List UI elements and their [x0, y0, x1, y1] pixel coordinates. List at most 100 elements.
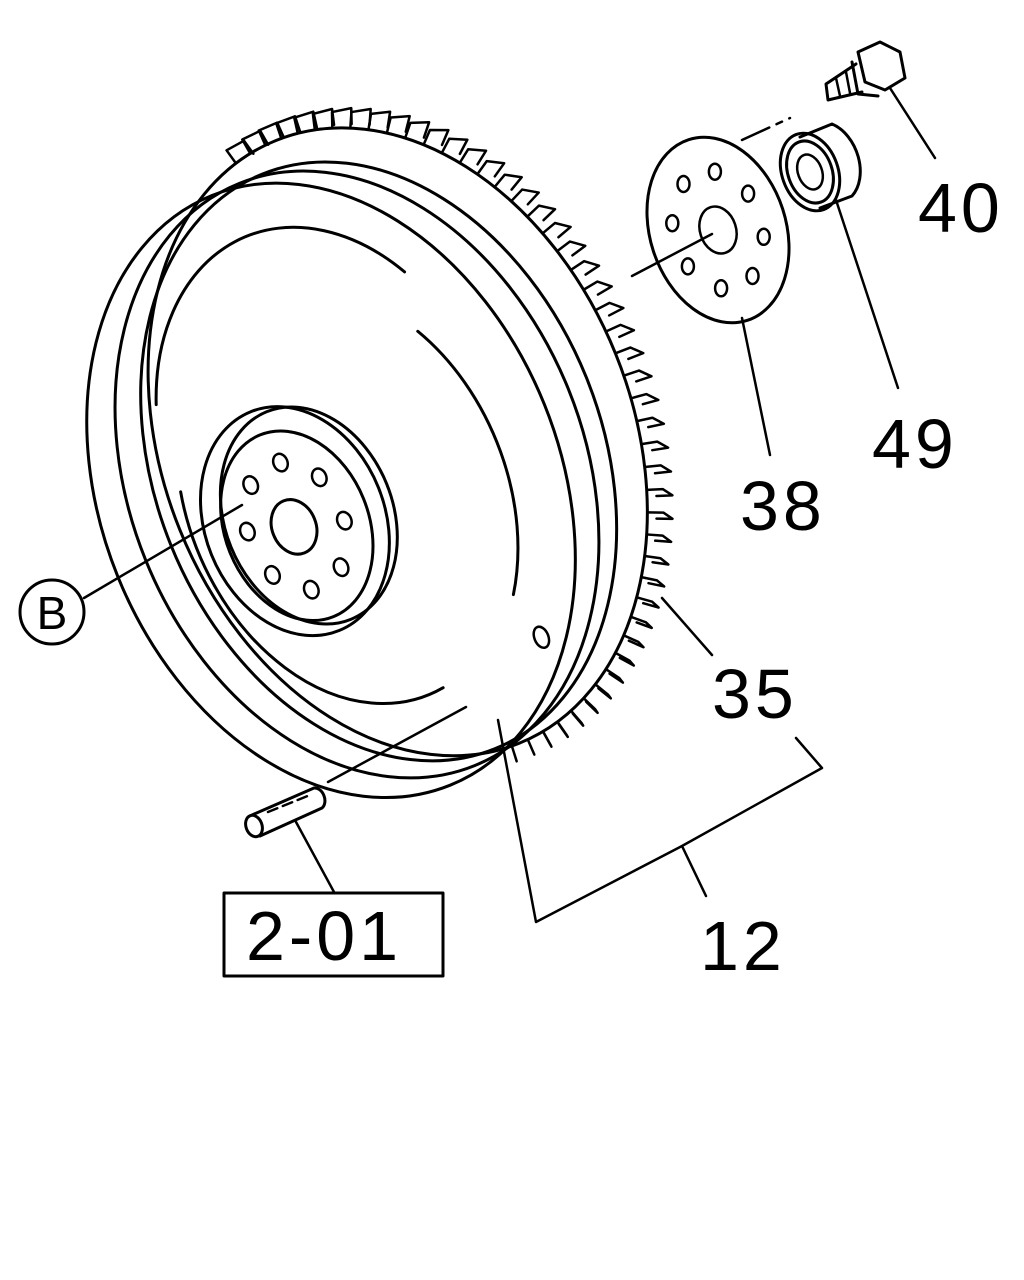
label-2-01: 2-01: [246, 897, 402, 975]
gear-tooth: [293, 110, 319, 135]
gear-tooth: [640, 575, 666, 588]
gear-tooth: [614, 346, 645, 361]
gear-tooth: [645, 487, 674, 498]
gear-tooth: [643, 554, 670, 566]
axis-line-dowel: [326, 705, 468, 784]
bearing-body: [798, 122, 862, 210]
gear-tooth: [622, 634, 645, 649]
leader-b: [82, 503, 244, 600]
gear-tooth: [629, 392, 660, 406]
flywheel-hub-face: [219, 429, 375, 623]
gear-tooth: [526, 738, 536, 756]
gear-tooth: [622, 369, 653, 383]
gear-tooth: [614, 651, 636, 667]
flywheel-assembly: [85, 106, 674, 800]
leader-35: [660, 596, 714, 657]
gear-tooth: [643, 464, 673, 475]
gear-tooth: [241, 129, 270, 155]
ring-gear-teeth: [225, 106, 674, 763]
gear-tooth: [629, 615, 653, 630]
gear-tooth: [476, 159, 506, 178]
gear-tooth: [541, 730, 553, 748]
callout-b-letter: B: [37, 587, 68, 639]
flywheel-rim-inner-2: [139, 160, 619, 763]
label-38: 38: [740, 467, 826, 545]
plate-38: [645, 135, 791, 325]
leader-12-bracket: [496, 718, 824, 924]
hub-bolt-hole: [238, 521, 256, 542]
leader-49: [834, 198, 900, 390]
gear-tooth: [555, 240, 587, 257]
plate-bolt-hole: [665, 213, 680, 233]
dowel-pin: [244, 786, 327, 839]
label-49: 49: [872, 405, 958, 483]
label-40: 40: [918, 169, 1004, 247]
ring-gear-rim: [146, 126, 649, 758]
hub-bolt-hole: [263, 564, 282, 585]
leader-38: [740, 316, 772, 457]
plate-bolt-hole: [740, 184, 756, 203]
hub-bolt-hole: [335, 510, 353, 531]
gear-tooth: [440, 137, 469, 156]
flywheel-recess-arc: [154, 225, 407, 407]
label-12: 12: [700, 907, 786, 985]
dowel-pin-end: [244, 813, 264, 839]
gear-tooth: [385, 114, 411, 135]
plate-bolt-hole: [745, 266, 760, 286]
bearing-seal: [785, 139, 835, 205]
plate-outline: [645, 135, 791, 325]
gear-tooth: [604, 323, 636, 339]
gear-tooth: [604, 667, 625, 684]
gear-tooth: [225, 139, 255, 165]
hub-bolt-hole: [302, 579, 320, 600]
leader-40: [888, 86, 937, 160]
axis-line-plate: [630, 232, 714, 278]
gear-tooth: [635, 416, 666, 429]
gear-tooth: [257, 121, 285, 147]
flywheel-hub-outer: [199, 405, 391, 638]
gear-tooth: [541, 221, 572, 239]
gear-tooth: [582, 280, 613, 296]
pilot-bearing-49: [778, 122, 862, 213]
plate-bolt-hole: [676, 174, 691, 194]
bolt-40: [824, 40, 907, 102]
bolt-shank: [824, 62, 864, 102]
gear-tooth: [569, 709, 585, 727]
bolt-threads: [834, 70, 852, 98]
plate-bolt-hole: [680, 257, 696, 276]
gear-tooth: [526, 204, 557, 222]
gear-tooth: [582, 696, 599, 715]
gear-tooth: [510, 744, 518, 763]
gear-tooth: [274, 115, 302, 140]
gear-tooth: [493, 173, 523, 191]
gear-tooth: [403, 121, 431, 140]
plate-bolt-holes: [665, 162, 771, 298]
plate-center-bore: [698, 205, 738, 255]
gear-tooth: [556, 720, 569, 739]
bearing-outer-race: [778, 131, 842, 213]
gear-tooth: [640, 440, 670, 452]
dowel-pin-hidden-line: [266, 793, 312, 814]
gear-tooth: [422, 128, 450, 147]
flywheel-rim-inner-1: [113, 169, 601, 780]
plate-bolt-hole: [707, 162, 723, 181]
hub-bolt-hole: [271, 452, 290, 473]
gear-tooth: [646, 511, 674, 521]
leader-2-01: [294, 820, 336, 894]
plate-bolt-hole: [756, 227, 771, 247]
callout-b-circle: [18, 578, 86, 646]
plate-bolt-hole: [713, 279, 729, 298]
hub-bolt-hole: [332, 557, 350, 578]
flywheel-hub-rim: [218, 405, 399, 626]
gear-tooth: [509, 188, 540, 206]
gear-tooth: [594, 301, 625, 317]
label-35: 35: [712, 655, 798, 733]
hub-bolt-hole: [242, 475, 260, 496]
hub-bolt-holes: [238, 452, 353, 600]
axis-line-bolt: [740, 116, 792, 142]
dowel-pin-body: [250, 786, 327, 838]
gear-tooth: [645, 533, 673, 544]
gear-tooth: [594, 683, 613, 700]
flywheel-center-bore: [269, 498, 319, 556]
